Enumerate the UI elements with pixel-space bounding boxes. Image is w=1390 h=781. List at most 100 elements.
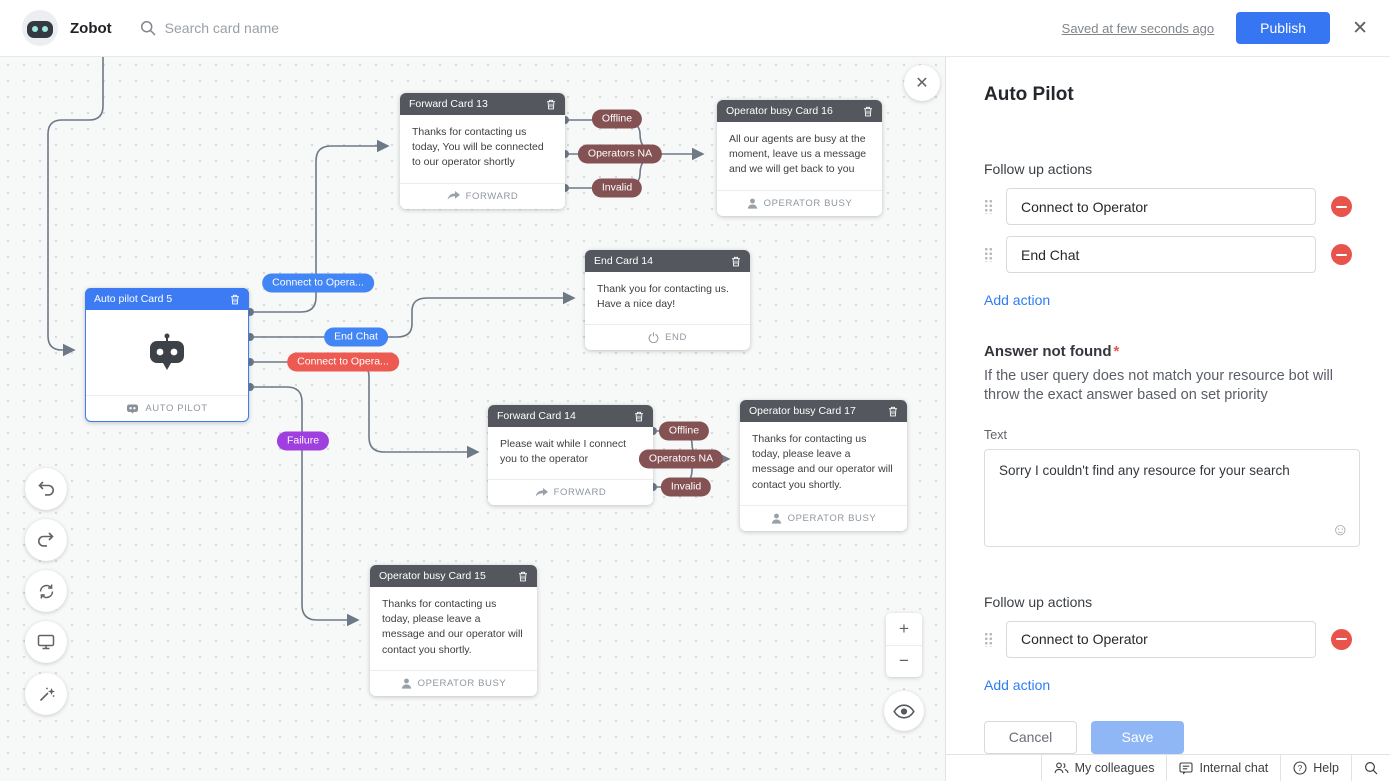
close-icon[interactable]: ✕ xyxy=(1352,17,1368,39)
publish-button[interactable]: Publish xyxy=(1236,12,1331,44)
card-forward-14[interactable]: Forward Card 14 Please wait while I conn… xyxy=(488,405,653,506)
card-title: End Card 14 xyxy=(594,255,653,267)
close-canvas-button[interactable]: ✕ xyxy=(904,65,940,101)
text-field-label: Text xyxy=(984,427,1007,442)
zoom-in-button[interactable]: + xyxy=(886,613,922,646)
card-type-label: FORWARD xyxy=(465,190,519,202)
card-auto-pilot-5[interactable]: Auto pilot Card 5 AUTO PILOT xyxy=(85,288,249,422)
emoji-icon[interactable]: ☺ xyxy=(1331,519,1349,539)
card-message: Please wait while I connect you to the o… xyxy=(500,438,627,466)
status-item-label: Help xyxy=(1313,761,1339,775)
edge-label-connect-to-operator[interactable]: Connect to Opera... xyxy=(262,273,374,293)
card-title: Forward Card 13 xyxy=(409,98,488,110)
answer-not-found-description: If the user query does not match your re… xyxy=(984,368,1333,404)
answer-text-input[interactable]: Sorry I couldn't find any resource for y… xyxy=(985,449,1359,546)
trash-icon[interactable] xyxy=(634,411,644,422)
save-button[interactable]: Save xyxy=(1091,720,1184,754)
trash-icon[interactable] xyxy=(546,99,556,110)
action-row: End Chat xyxy=(984,236,1360,273)
card-forward-13[interactable]: Forward Card 13 Thanks for contacting us… xyxy=(400,93,565,209)
trash-icon[interactable] xyxy=(518,571,528,582)
saved-status-link[interactable]: Saved at few seconds ago xyxy=(1061,20,1215,36)
internal-chat-button[interactable]: Internal chat xyxy=(1166,755,1280,781)
status-item-label: My colleagues xyxy=(1074,761,1155,775)
card-operator-busy-16[interactable]: Operator busy Card 16 All our agents are… xyxy=(717,100,882,216)
card-title: Auto pilot Card 5 xyxy=(94,293,173,305)
preview-eye-button[interactable] xyxy=(884,691,924,731)
card-end-14[interactable]: End Card 14 Thank you for contacting us.… xyxy=(585,250,750,351)
edge-label-operators-na[interactable]: Operators NA xyxy=(638,449,724,469)
zoom-out-button[interactable]: − xyxy=(899,651,909,671)
redo-button[interactable] xyxy=(25,519,67,561)
add-action-link[interactable]: Add action xyxy=(984,676,1051,693)
action-select-connect-to-operator[interactable]: Connect to Operator xyxy=(1006,620,1316,658)
sync-icon xyxy=(39,584,53,598)
remove-action-button[interactable] xyxy=(1331,196,1352,217)
card-message: Thanks for contacting us today, please l… xyxy=(382,598,523,656)
edge-label-offline[interactable]: Offline xyxy=(658,421,710,441)
card-type-label: AUTO PILOT xyxy=(145,403,208,414)
drag-handle-icon[interactable] xyxy=(984,631,993,647)
edge-label-invalid[interactable]: Invalid xyxy=(591,178,643,198)
answer-not-found-heading: Answer not found* xyxy=(984,343,1120,360)
person-icon xyxy=(401,678,411,689)
chat-icon xyxy=(1179,761,1194,774)
card-type-label: OPERATOR BUSY xyxy=(763,197,853,209)
followup-actions-label: Follow up actions xyxy=(984,161,1093,177)
flow-canvas[interactable]: Auto pilot Card 5 AUTO PILOT Forward Car… xyxy=(0,57,946,781)
card-title: Operator busy Card 15 xyxy=(379,570,486,582)
followup-actions-label: Follow up actions xyxy=(984,593,1093,610)
edge-label-invalid[interactable]: Invalid xyxy=(660,477,712,497)
statusbar-search-button[interactable] xyxy=(1351,755,1390,781)
drag-handle-icon[interactable] xyxy=(984,199,993,214)
help-button[interactable]: ? Help xyxy=(1280,755,1351,781)
edge-label-failure[interactable]: Failure xyxy=(276,431,330,451)
person-icon xyxy=(747,198,757,209)
people-icon xyxy=(1054,762,1069,774)
search-input[interactable] xyxy=(164,20,425,36)
sync-button[interactable] xyxy=(25,570,67,612)
undo-button[interactable] xyxy=(25,468,67,510)
trash-icon[interactable] xyxy=(863,106,873,117)
magic-wand-button[interactable] xyxy=(25,673,67,715)
card-message: Thanks for contacting us today, please l… xyxy=(752,433,893,491)
auto-pilot-robot-icon xyxy=(150,333,184,370)
power-icon xyxy=(648,332,659,344)
preview-screen-button[interactable] xyxy=(25,621,67,663)
edge-label-operators-na[interactable]: Operators NA xyxy=(577,144,663,164)
eye-icon xyxy=(893,703,915,719)
search-icon xyxy=(1364,761,1378,775)
add-action-link[interactable]: Add action xyxy=(984,292,1051,308)
status-item-label: Internal chat xyxy=(1199,761,1269,775)
trash-icon[interactable] xyxy=(888,406,898,417)
search-icon xyxy=(140,20,156,36)
drag-handle-icon[interactable] xyxy=(984,247,993,262)
card-message: Thank you for contacting us. Have a nice… xyxy=(597,283,729,311)
card-type-label: END xyxy=(665,332,687,344)
card-title: Operator busy Card 17 xyxy=(749,405,856,417)
card-operator-busy-17[interactable]: Operator busy Card 17 Thanks for contact… xyxy=(740,400,907,531)
redo-icon xyxy=(38,532,54,547)
robot-icon xyxy=(127,404,139,414)
zobot-logo-icon xyxy=(22,10,58,46)
cancel-button[interactable]: Cancel xyxy=(984,720,1077,754)
card-operator-busy-15[interactable]: Operator busy Card 15 Thanks for contact… xyxy=(370,565,537,696)
trash-icon[interactable] xyxy=(731,256,741,267)
edge-label-connect-to-operator[interactable]: Connect to Opera... xyxy=(287,352,399,372)
edge-label-end-chat[interactable]: End Chat xyxy=(324,327,388,347)
remove-action-button[interactable] xyxy=(1331,628,1352,650)
card-type-label: OPERATOR BUSY xyxy=(787,512,877,524)
card-message: All our agents are busy at the moment, l… xyxy=(729,133,867,176)
app-title: Zobot xyxy=(70,19,112,37)
trash-icon[interactable] xyxy=(230,294,240,305)
action-row: Connect to Operator xyxy=(984,188,1360,225)
action-select-connect-to-operator[interactable]: Connect to Operator xyxy=(1006,188,1316,225)
zoom-controls: + − xyxy=(886,613,922,677)
forward-icon xyxy=(535,487,548,497)
remove-action-button[interactable] xyxy=(1331,244,1352,265)
panel-title: Auto Pilot xyxy=(984,84,1074,105)
action-select-end-chat[interactable]: End Chat xyxy=(1006,236,1316,273)
my-colleagues-button[interactable]: My colleagues xyxy=(1040,755,1167,781)
card-type-label: OPERATOR BUSY xyxy=(417,677,507,689)
edge-label-offline[interactable]: Offline xyxy=(591,109,643,129)
